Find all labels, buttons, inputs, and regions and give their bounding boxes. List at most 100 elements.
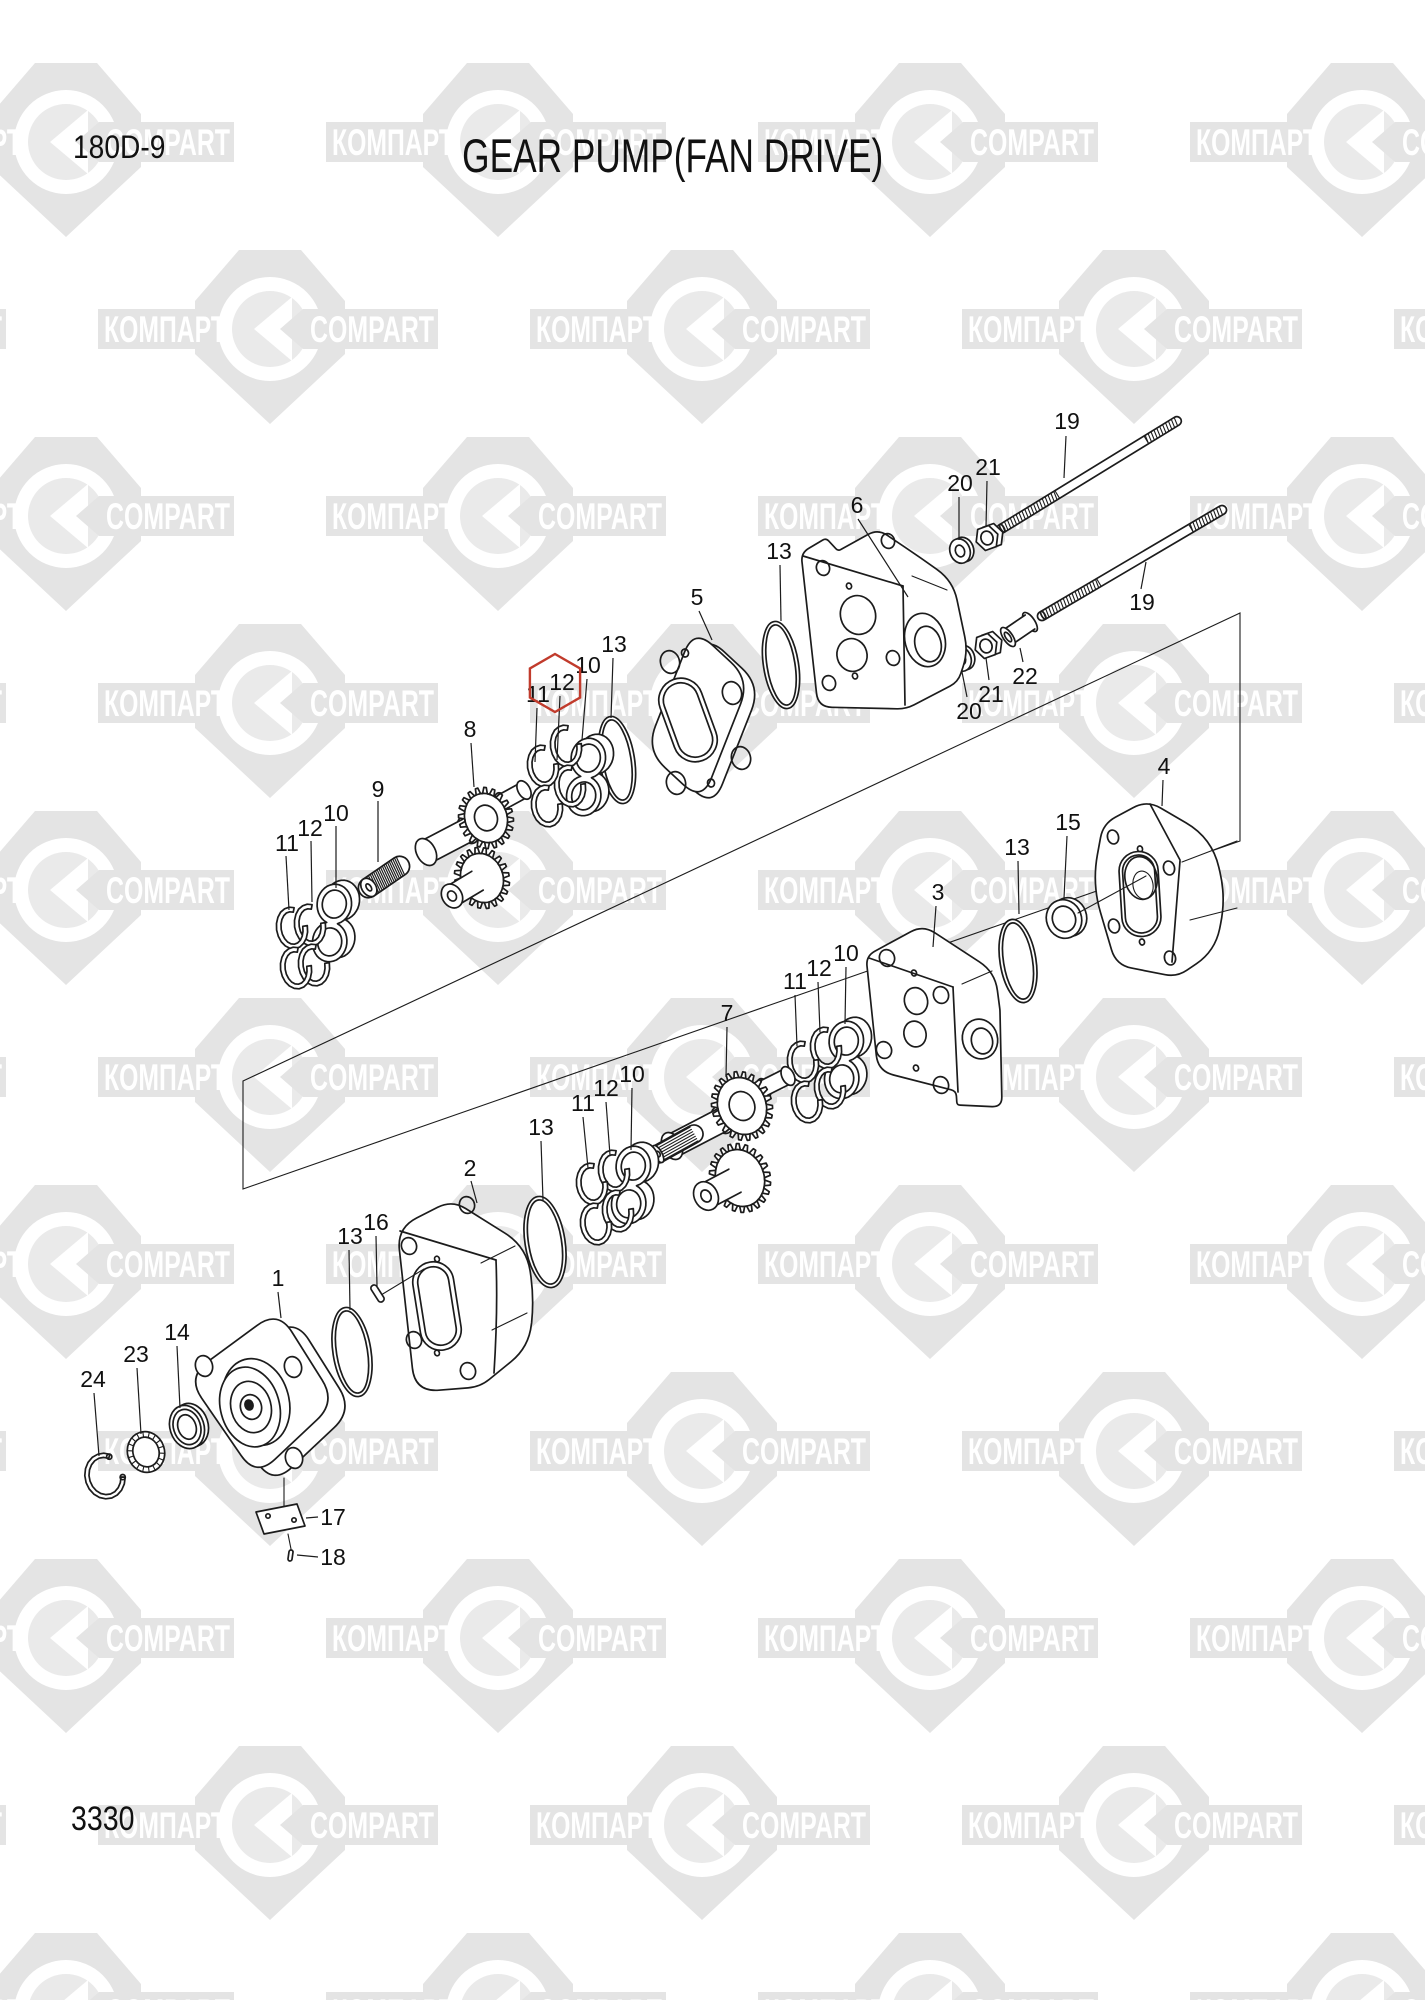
part-number-label[interactable]: 10 <box>833 940 859 966</box>
part-number-label[interactable]: 11 <box>275 830 299 856</box>
callout-leader <box>932 905 937 948</box>
callout-13: 13 <box>337 1223 363 1311</box>
part-number-label[interactable]: 11 <box>526 681 550 707</box>
callout-13: 13 <box>528 1114 554 1201</box>
part-number-label[interactable]: 23 <box>123 1341 149 1367</box>
watermark-bar-cyrillic <box>530 1057 664 1097</box>
callout-leader <box>348 1249 351 1311</box>
part-number-label[interactable]: 14 <box>164 1319 190 1345</box>
watermark-text-latin: COMPART <box>310 309 434 350</box>
watermark-bar-cyrillic <box>758 1244 892 1284</box>
watermark-bar-latin <box>712 1431 870 1471</box>
watermark-bar-latin <box>712 309 870 349</box>
part-number-label[interactable]: 1 <box>272 1265 285 1291</box>
watermark-bar-latin <box>0 683 6 723</box>
part-number-label[interactable]: 12 <box>593 1075 619 1101</box>
watermark-text-cyrillic: КОМПАРТ <box>968 1805 1090 1846</box>
part-number-label[interactable]: 11 <box>783 968 807 994</box>
watermark-text-latin: COMPART <box>1174 1057 1298 1098</box>
part-number-label[interactable]: 21 <box>978 681 1004 707</box>
callout-leader <box>1161 779 1164 807</box>
watermark-bar-cyrillic <box>326 496 460 536</box>
watermark-text-latin: COMPART <box>538 870 662 911</box>
part-22-spacer <box>999 611 1039 648</box>
part-number-label[interactable]: 18 <box>320 1544 346 1570</box>
callout-leader <box>470 742 475 788</box>
part-5-flange-plate <box>651 637 756 799</box>
watermark-logo-notch <box>496 1980 520 2000</box>
watermark-text-latin: COMPART <box>0 309 2 350</box>
watermark-logo-notch <box>914 1232 952 1296</box>
part-number-label[interactable]: 2 <box>464 1155 477 1181</box>
watermark-text-latin: COMPART <box>106 870 230 911</box>
watermark-bar-cyrillic <box>962 683 1096 723</box>
part-number-label[interactable]: 5 <box>691 584 704 610</box>
part-number-label[interactable]: 21 <box>975 454 1001 480</box>
watermark-bar-cyrillic <box>758 870 892 910</box>
watermark-text-latin: COMPART <box>0 1057 2 1098</box>
part-number-label[interactable]: 10 <box>619 1061 645 1087</box>
callout-23: 23 <box>123 1341 149 1435</box>
part-number-label[interactable]: 15 <box>1055 809 1081 835</box>
part-number-label[interactable]: 13 <box>1004 834 1030 860</box>
part-number-label[interactable]: 13 <box>766 538 792 564</box>
part-number-label[interactable]: 17 <box>320 1504 346 1530</box>
callout-18: 18 <box>296 1544 346 1570</box>
callout-leader <box>375 1235 378 1287</box>
watermark-logo-notch <box>50 1606 88 1670</box>
part-number-label[interactable]: 6 <box>851 492 864 518</box>
part-number-label[interactable]: 12 <box>297 815 323 841</box>
callout-17: 17 <box>305 1504 346 1530</box>
part-number-label[interactable]: 24 <box>80 1366 106 1392</box>
part-13-oring-e <box>998 918 1038 1004</box>
watermark-bar-latin <box>712 1805 870 1845</box>
part-10-plate-cr <box>823 1016 873 1100</box>
part-number-label[interactable]: 12 <box>806 955 832 981</box>
part-number-label[interactable]: 13 <box>337 1223 363 1249</box>
part-number-label[interactable]: 7 <box>721 1000 734 1026</box>
callout-leader <box>310 840 313 903</box>
part-number-label[interactable]: 3 <box>932 879 945 905</box>
part-number-label[interactable]: 19 <box>1054 408 1080 434</box>
part-12-rings-ur <box>549 724 587 808</box>
part-number-label[interactable]: 8 <box>464 716 477 742</box>
part-number-label[interactable]: 4 <box>1158 753 1171 779</box>
callout-leader <box>779 564 782 622</box>
part-number-label[interactable]: 22 <box>1012 663 1038 689</box>
part-number-label[interactable]: 19 <box>1129 589 1155 615</box>
watermark-logo-notch <box>254 1045 292 1109</box>
part-number-label[interactable]: 13 <box>528 1114 554 1140</box>
watermark-text-cyrillic: КОМПАРТ <box>104 1805 226 1846</box>
watermark-logo-notch <box>482 1606 520 1670</box>
callout-11: 11 <box>275 830 299 911</box>
part-number-label[interactable]: 13 <box>601 631 627 657</box>
callout-13: 13 <box>766 538 792 622</box>
part-10-plate-ul <box>311 879 361 963</box>
watermark-bar-cyrillic <box>758 496 892 536</box>
watermark-bar-cyrillic <box>0 1992 28 2000</box>
watermark-bar-cyrillic <box>1394 1431 1425 1471</box>
watermark-bar-latin <box>1144 1057 1302 1097</box>
part-3-center-housing <box>866 927 1003 1108</box>
watermark-bar-latin <box>0 1431 6 1471</box>
callout-2: 2 <box>464 1155 478 1204</box>
callout-leader <box>581 678 588 741</box>
watermark-text-cyrillic: КОМПАРТ <box>536 1057 658 1098</box>
part-number-label[interactable]: 9 <box>372 776 385 802</box>
part-number-label[interactable]: 11 <box>571 1090 595 1116</box>
watermark-bar-cyrillic <box>98 1805 232 1845</box>
part-number-label[interactable]: 12 <box>549 669 575 695</box>
part-number-label[interactable]: 20 <box>947 470 973 496</box>
part-number-label[interactable]: 16 <box>363 1209 389 1235</box>
part-number-label[interactable]: 10 <box>323 800 349 826</box>
part-number-label[interactable]: 20 <box>956 698 982 724</box>
model-label: 180D-9 <box>73 129 166 165</box>
watermark-logo-notch <box>50 484 88 548</box>
watermark-bar-latin <box>280 683 438 723</box>
